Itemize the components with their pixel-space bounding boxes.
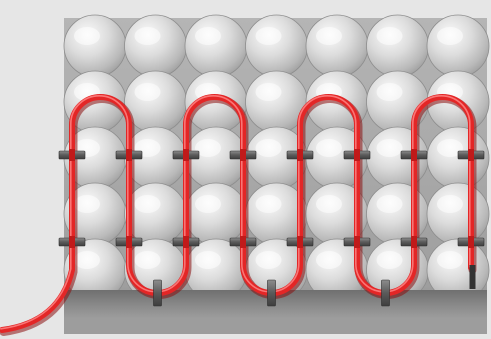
cable-clip-bottom xyxy=(381,279,390,307)
boss-highlight xyxy=(316,195,342,213)
clip-cable-crossing xyxy=(240,149,246,161)
boss-highlight xyxy=(376,139,403,157)
boss-highlight xyxy=(134,27,161,45)
boss-highlight xyxy=(255,139,282,157)
boss-highlight xyxy=(437,195,463,213)
boss-highlight xyxy=(74,195,100,213)
boss-highlight xyxy=(255,195,282,213)
clip-cable-crossing xyxy=(240,236,246,248)
clip-cable-crossing xyxy=(126,149,132,161)
panel-bottom-edge xyxy=(64,318,487,334)
clip-cable-crossing xyxy=(468,149,474,161)
boss-highlight xyxy=(316,139,342,157)
clip-cable-crossing xyxy=(468,236,474,248)
boss-highlight xyxy=(437,251,463,269)
boss-highlight xyxy=(437,139,463,157)
boss-highlight xyxy=(74,251,100,269)
boss-highlight xyxy=(195,27,221,45)
boss-highlight xyxy=(255,83,282,101)
boss-highlight xyxy=(134,251,161,269)
cable-clips xyxy=(58,149,485,307)
boss-highlight xyxy=(437,27,463,45)
boss-highlight xyxy=(316,251,342,269)
clip-cable-crossing xyxy=(411,236,417,248)
clip-cable-crossing xyxy=(183,149,189,161)
boss-highlight xyxy=(376,83,403,101)
boss-highlight xyxy=(316,27,342,45)
boss-highlight xyxy=(376,251,403,269)
boss-highlight xyxy=(255,251,282,269)
boss-highlight xyxy=(376,27,403,45)
clip-cable-crossing xyxy=(183,236,189,248)
insulation-boss xyxy=(426,14,490,78)
heating-cable xyxy=(0,94,477,336)
cable-end-cap xyxy=(469,265,476,289)
insulation-boss xyxy=(184,14,248,78)
cable-clip-bottom xyxy=(267,279,276,307)
clip-cable-crossing xyxy=(354,149,360,161)
boss-highlight xyxy=(376,195,403,213)
clip-cable-crossing xyxy=(297,149,303,161)
insulation-boss xyxy=(63,14,127,78)
insulation-boss xyxy=(245,14,308,78)
insulation-boss xyxy=(184,182,248,246)
boss-highlight xyxy=(195,251,221,269)
boss-highlight xyxy=(74,27,100,45)
boss-highlight xyxy=(134,83,161,101)
insulation-boss xyxy=(124,14,187,78)
insulation-boss xyxy=(366,14,429,78)
insulation-boss xyxy=(305,14,369,78)
boss-highlight xyxy=(195,195,221,213)
clip-cable-crossing xyxy=(297,236,303,248)
clip-cable-crossing xyxy=(411,149,417,161)
boss-highlight xyxy=(195,139,221,157)
boss-highlight xyxy=(255,27,282,45)
clip-cable-crossing xyxy=(126,236,132,248)
insulation-boss xyxy=(426,182,490,246)
insulation-bosses xyxy=(63,14,490,302)
clip-cable-crossing xyxy=(69,149,75,161)
cable-clip-bottom xyxy=(153,279,162,307)
clip-cable-crossing xyxy=(354,236,360,248)
clip-cable-crossing xyxy=(69,236,75,248)
boss-highlight xyxy=(134,195,161,213)
